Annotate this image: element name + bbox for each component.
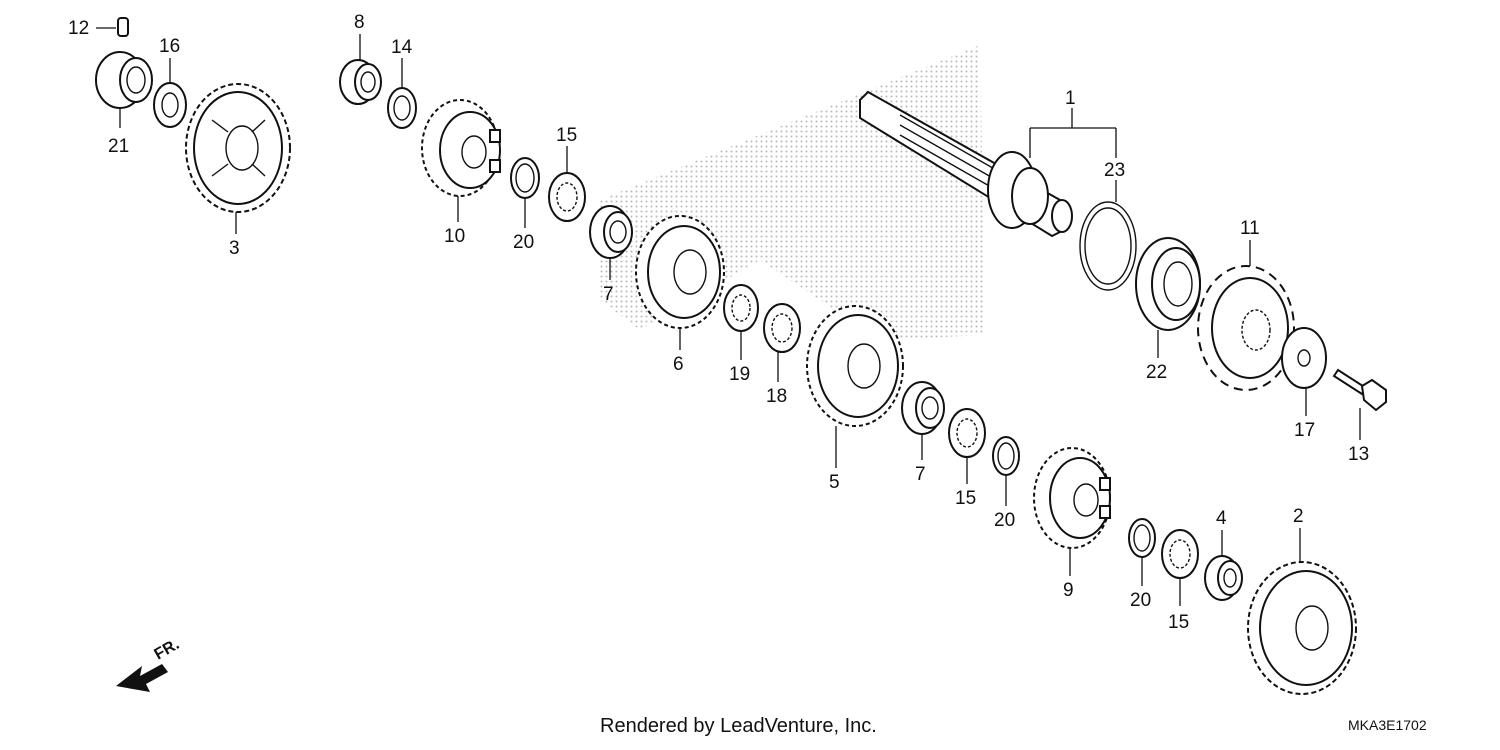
part-8-needle-bearing[interactable] (339, 59, 382, 105)
callout-5: 5 (829, 472, 840, 493)
part-21-needle-bearing[interactable] (95, 51, 153, 109)
part-5-gear[interactable] (806, 305, 904, 427)
leader-lines (119, 34, 1361, 606)
part-12-pin[interactable] (96, 17, 129, 37)
part-4-bushing[interactable] (1204, 555, 1243, 601)
callout-4: 4 (1216, 508, 1227, 529)
part-20-circlip-middle[interactable] (992, 436, 1020, 476)
part-19-washer[interactable] (723, 284, 759, 332)
part-6-gear[interactable] (635, 215, 725, 329)
part-13-bolt[interactable] (1332, 368, 1387, 412)
callout-9: 9 (1063, 580, 1074, 601)
part-3-gear[interactable] (185, 83, 291, 213)
callout-8: 8 (354, 12, 365, 33)
part-23-circlip[interactable] (1079, 201, 1137, 291)
callout-14: 14 (391, 37, 413, 58)
front-direction-arrow: FR. (116, 636, 182, 692)
callout-6: 6 (673, 354, 684, 375)
part-10-gear[interactable] (421, 99, 501, 197)
part-17-washer[interactable] (1281, 327, 1327, 389)
callout-10: 10 (444, 226, 465, 247)
diagram-code: MKA3E1702 (1348, 717, 1427, 733)
callout-7-lower: 7 (915, 464, 926, 485)
callout-11: 11 (1240, 218, 1260, 239)
direction-label: FR. (152, 636, 183, 664)
part-7-bearing-lower[interactable] (901, 381, 945, 435)
part-16-washer[interactable] (153, 82, 187, 128)
callout-20-lower: 20 (1130, 590, 1151, 611)
part-20-circlip-upper[interactable] (510, 157, 540, 199)
callout-15-middle: 15 (955, 488, 976, 509)
part-11-sprocket[interactable] (1197, 265, 1295, 391)
callout-3: 3 (229, 238, 240, 259)
callout-2: 2 (1293, 506, 1304, 527)
callout-19: 19 (729, 364, 750, 385)
callout-21: 21 (108, 136, 129, 157)
callout-12: 12 (68, 18, 89, 39)
part-15-washer-upper[interactable] (548, 172, 586, 222)
callout-18: 18 (766, 386, 787, 407)
callout-20-middle: 20 (994, 510, 1015, 531)
callout-15-upper: 15 (556, 125, 577, 146)
callout-20-upper: 20 (513, 232, 534, 253)
callout-1: 1 (1065, 88, 1076, 109)
part-22-oil-seal[interactable] (1135, 237, 1201, 331)
part-20-circlip-lower[interactable] (1128, 518, 1156, 558)
part-15-washer-lower[interactable] (1161, 529, 1199, 579)
part-15-washer-middle[interactable] (948, 408, 986, 458)
part-2-gear[interactable] (1247, 561, 1357, 695)
callout-23: 23 (1104, 160, 1125, 181)
callout-22: 22 (1146, 362, 1167, 383)
callout-labels: 12 16 21 3 8 14 10 20 15 7 6 19 18 5 7 1… (68, 12, 1369, 633)
part-14-washer[interactable] (387, 87, 417, 129)
part-18-lock-washer[interactable] (763, 303, 801, 353)
part-9-gear[interactable] (1033, 447, 1111, 549)
callout-15-lower: 15 (1168, 612, 1189, 633)
footer-credit: Rendered by LeadVenture, Inc. (600, 715, 877, 737)
callout-16: 16 (159, 36, 180, 57)
callout-17: 17 (1294, 420, 1315, 441)
part-1-mainshaft[interactable] (859, 90, 1073, 238)
callout-13: 13 (1348, 444, 1369, 465)
callout-7-upper: 7 (603, 284, 614, 305)
